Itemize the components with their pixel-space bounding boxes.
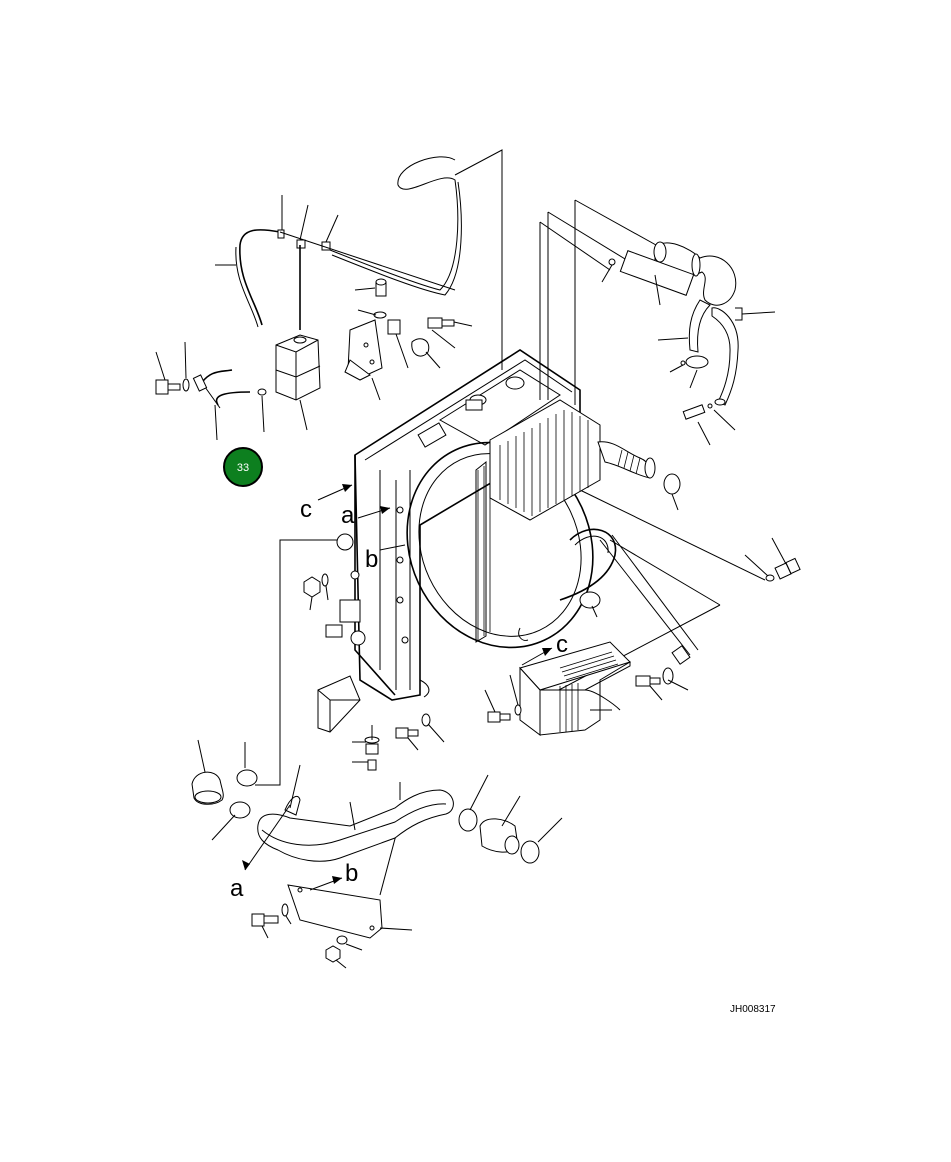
bottom-hose-group bbox=[191, 739, 563, 969]
tank-leader-ticks bbox=[155, 195, 473, 441]
lower-cover-group bbox=[484, 534, 699, 736]
reservoir-tank-group bbox=[155, 156, 462, 409]
letter-b-bottom: b bbox=[345, 860, 358, 887]
badge-circle[interactable] bbox=[223, 447, 263, 487]
letter-a-bottom: a bbox=[230, 875, 244, 902]
left-lower-parts bbox=[303, 573, 445, 771]
right-bolt bbox=[744, 537, 801, 582]
badge-label[interactable]: 33 bbox=[237, 462, 249, 474]
letter-a-top: a bbox=[341, 502, 355, 529]
corrugations bbox=[617, 449, 641, 475]
radiator-assembly bbox=[325, 349, 617, 701]
part-number-badge[interactable]: 33 bbox=[223, 447, 263, 487]
aftercooler-fins bbox=[499, 410, 589, 516]
cover-fins bbox=[559, 683, 579, 732]
upper-hoses bbox=[597, 241, 739, 511]
letter-c-right: c bbox=[556, 631, 568, 658]
view-arrows bbox=[309, 484, 553, 891]
letter-c-left: c bbox=[300, 496, 312, 523]
drawing-code: JH008317 bbox=[730, 1004, 776, 1015]
cover-grill bbox=[559, 651, 619, 681]
letter-b-top: b bbox=[365, 546, 378, 573]
